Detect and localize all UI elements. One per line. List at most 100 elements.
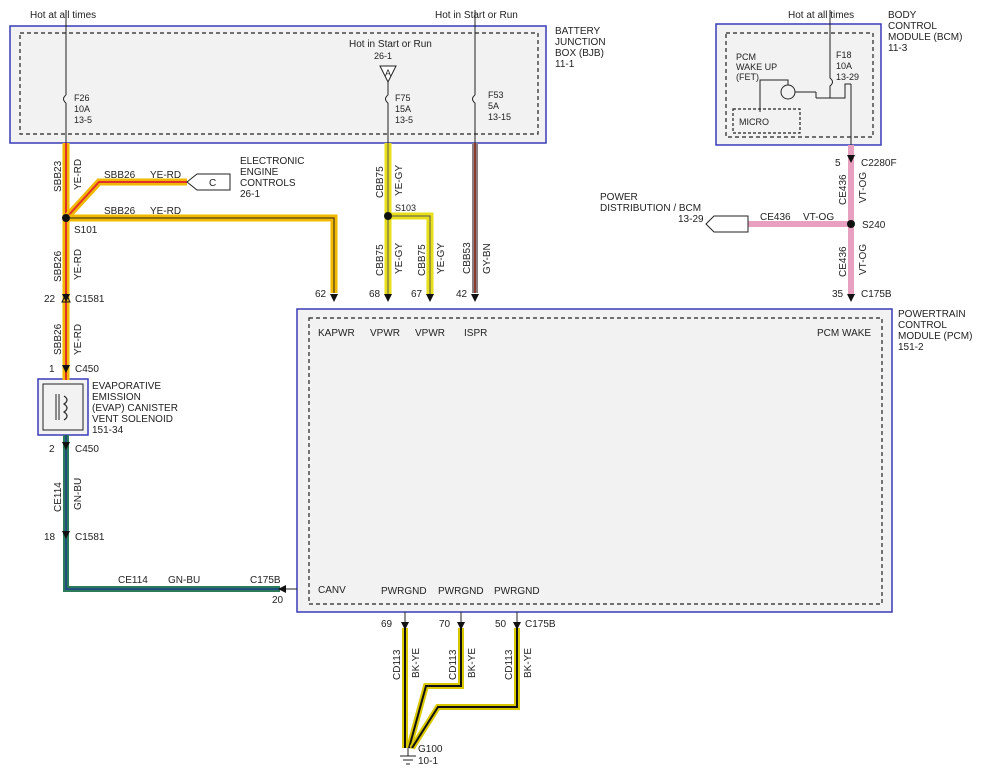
wire-sbb-ye-rd: [62, 143, 338, 380]
pin-35: 35: [832, 289, 844, 300]
fuse-f18-ref: 13-29: [836, 72, 859, 82]
bcm-name-3: MODULE (BCM): [888, 32, 962, 43]
pin-vpwr-1: VPWR: [370, 328, 400, 339]
bjb-inner-ref: 26-1: [374, 51, 392, 61]
wire-ce436-vt-og: [748, 145, 854, 294]
evap-label-4: VENT SOLENOID: [92, 414, 173, 425]
wire-label-sbb23: SBB23: [53, 160, 64, 192]
bcm-ref: 11-3: [888, 43, 908, 54]
evap-label-2: EMISSION: [92, 392, 141, 403]
pcm-name-3: MODULE (PCM): [898, 331, 972, 342]
wire-label-yerd-low: YE-RD: [73, 324, 84, 355]
eec-label-2: ENGINE: [240, 167, 279, 178]
fuse-f26-name: F26: [74, 93, 90, 103]
fuse-f75-ref: 13-5: [395, 115, 413, 125]
splice-s103: S103: [395, 203, 416, 213]
svg-text:A: A: [385, 68, 391, 78]
fuse-f53-name: F53: [488, 90, 504, 100]
eec-connector-c: C: [186, 173, 231, 191]
splice-s101-dot: [62, 214, 70, 222]
splice-s103-dot: [384, 212, 392, 220]
bcm-wake-2: WAKE UP: [736, 62, 777, 72]
eec-label-3: CONTROLS: [240, 178, 296, 189]
wire-label-yerd-eec: YE-RD: [150, 170, 181, 181]
wire-cd113-bk-ye: [402, 628, 520, 750]
fuse-f18-rating: 10A: [836, 61, 852, 71]
wire-label-ce114-horiz: CE114: [118, 575, 148, 586]
pcm-name-2: CONTROL: [898, 320, 947, 331]
pin-pwrgnd-2: PWRGND: [438, 586, 484, 597]
power-dist-ref: 13-29: [678, 214, 704, 225]
power-dist-connector: [705, 215, 749, 233]
fuse-f53-ref: 13-15: [488, 112, 511, 122]
fuse-f26-ref: 13-5: [74, 115, 92, 125]
evap-ref: 151-34: [92, 425, 124, 436]
pin-vpwr-2: VPWR: [415, 328, 445, 339]
wire-label-sbb26-mid: SBB26: [53, 250, 64, 282]
wire-label-vtog-bot: VT-OG: [858, 244, 869, 275]
evap-label-3: (EVAP) CANISTER: [92, 403, 178, 414]
connector-arrows: [61, 155, 855, 630]
wire-label-yegy-right: YE-GY: [436, 243, 447, 274]
eec-label-1: ELECTRONIC: [240, 156, 304, 167]
connector-c450-top: C450: [75, 364, 99, 375]
wire-label-cbb53: CBB53: [462, 242, 473, 274]
ground-g100: G100: [418, 744, 443, 755]
wire-label-gybn: GY-BN: [482, 243, 493, 274]
bjb-inner-hot-label: Hot in Start or Run: [349, 39, 432, 50]
wire-label-gnbu-vert: GN-BU: [73, 478, 84, 510]
bcm-wake-1: PCM: [736, 52, 756, 62]
pin-pwrgnd-1: PWRGND: [381, 586, 427, 597]
leads: [63, 10, 852, 628]
wire-label-sbb26-low: SBB26: [53, 323, 64, 355]
connector-a-triangle: A: [379, 65, 397, 84]
fuse-f26-rating: 10A: [74, 104, 90, 114]
evap-label-1: EVAPORATIVE: [92, 381, 161, 392]
connector-c450-bot: C450: [75, 444, 99, 455]
bjb-name-3: BOX (BJB): [555, 48, 604, 59]
wire-label-vtog-top: VT-OG: [858, 172, 869, 203]
pin-ispr: ISPR: [464, 328, 487, 339]
connector-c2280f: C2280F: [861, 158, 897, 169]
pin-42: 42: [456, 289, 468, 300]
bcm-wake-3: (FET): [736, 72, 759, 82]
fuse-f75-name: F75: [395, 93, 411, 103]
bjb-hot-label: Hot at all times: [30, 10, 96, 21]
bcm-name-2: CONTROL: [888, 21, 937, 32]
wire-label-yerd-s101: YE-RD: [150, 206, 181, 217]
pin-68: 68: [369, 289, 381, 300]
wire-label-bkye-1: BK-YE: [411, 648, 422, 678]
wire-label-yerd-mid: YE-RD: [73, 249, 84, 280]
bcm-name-1: BODY: [888, 10, 917, 21]
pcm-box: [296, 308, 893, 613]
pin-5: 5: [835, 158, 841, 169]
wire-label-cd113-2: CD113: [448, 649, 459, 680]
eec-ref: 26-1: [240, 189, 260, 200]
wire-label-ce114-vert: CE114: [53, 482, 64, 512]
bjb-hot-start-run-label: Hot in Start or Run: [435, 10, 518, 21]
wire-label-sbb26-s101: SBB26: [104, 206, 136, 217]
power-dist-label-2: DISTRIBUTION / BCM: [600, 203, 701, 214]
bjb-name-1: BATTERY: [555, 26, 601, 37]
evap-solenoid-box: [37, 378, 89, 436]
fuse-f75-rating: 15A: [395, 104, 411, 114]
wire-label-sbb26-eec: SBB26: [104, 170, 136, 181]
wire-label-bkye-2: BK-YE: [467, 648, 478, 678]
wire-label-ce436-horiz: CE436: [760, 212, 791, 223]
pin-canv: CANV: [318, 585, 346, 596]
connector-c1581-top: C1581: [75, 294, 105, 305]
wire-label-cd113-1: CD113: [392, 649, 403, 680]
pin-18: 18: [44, 532, 56, 543]
splice-s240: S240: [862, 220, 886, 231]
wire-label-yegy-left: YE-GY: [394, 243, 405, 274]
pin-69: 69: [381, 619, 393, 630]
bjb-name-2: JUNCTION: [555, 37, 606, 48]
pcm-name-1: POWERTRAIN: [898, 309, 966, 320]
wire-label-yerd-sbb23: YE-RD: [73, 159, 84, 190]
ground-ref: 10-1: [418, 756, 438, 767]
power-dist-label-1: POWER: [600, 192, 638, 203]
pin-67: 67: [411, 289, 423, 300]
connector-c175b-canv: C175B: [250, 575, 281, 586]
connector-c175b-wake: C175B: [861, 289, 892, 300]
